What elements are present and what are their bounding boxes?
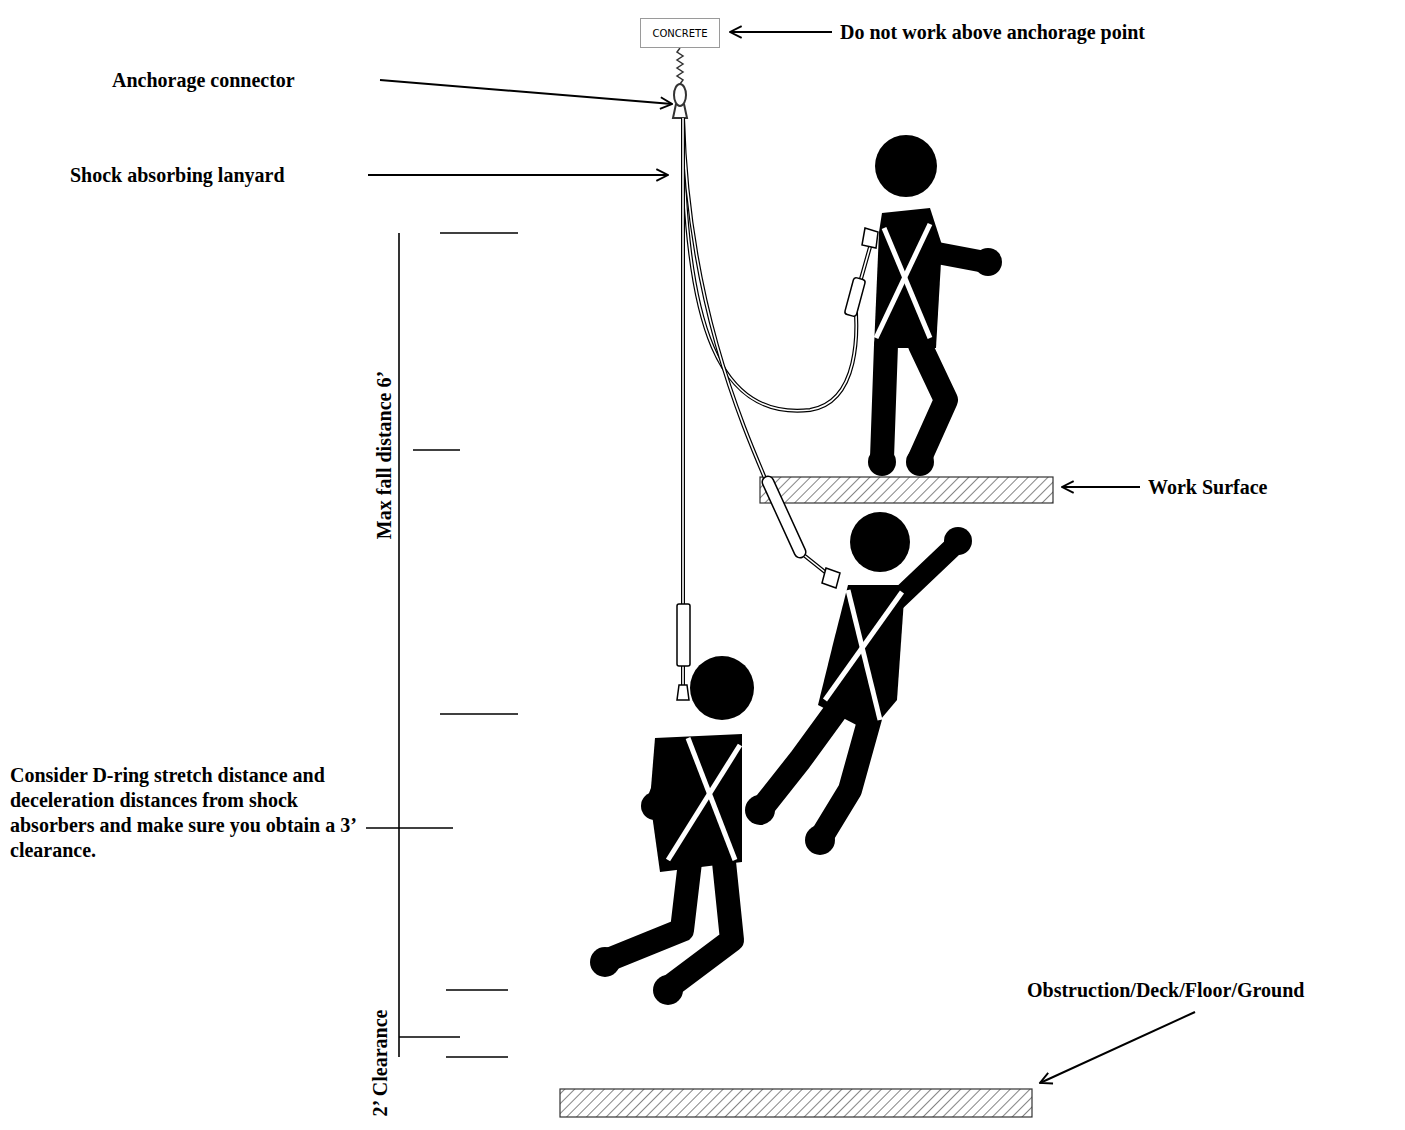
standing-worker xyxy=(868,135,1002,476)
part-label: Anchorage connector xyxy=(112,68,295,93)
standing-worker-part xyxy=(882,345,886,458)
standing-worker-part xyxy=(974,248,1002,276)
shock-absorbing-lanyard-part xyxy=(677,685,689,700)
suspended-worker xyxy=(590,656,754,1005)
falling-worker-part xyxy=(825,592,902,700)
standing-worker-part xyxy=(874,208,942,348)
leader-arrows xyxy=(368,32,1195,1083)
standing-worker-part xyxy=(875,135,937,197)
suspended-worker-part xyxy=(641,792,669,820)
dimension-scale-part xyxy=(440,232,518,234)
anchorage-connector-part xyxy=(673,104,687,118)
leader-arrows-part xyxy=(368,174,668,176)
dimension-scale-part xyxy=(440,713,518,715)
leader-arrows-part xyxy=(730,31,832,33)
leader-arrows-part xyxy=(1062,486,1140,488)
shock-absorbing-lanyard-part xyxy=(677,604,690,666)
dimension-label: Max fall distance 6’ xyxy=(372,371,397,539)
shock-absorbing-lanyard-part xyxy=(844,277,865,317)
anchorage-connector-part xyxy=(677,48,683,84)
standing-worker-part xyxy=(876,224,930,338)
work-surface xyxy=(760,477,1053,503)
suspended-worker-part xyxy=(668,862,732,988)
anchorage-connector-part xyxy=(674,84,686,106)
anchor-label: CONCRETE xyxy=(652,28,707,39)
standing-worker-part xyxy=(884,228,930,338)
anchorage-connector xyxy=(673,48,687,118)
dimension-scale xyxy=(366,233,518,1057)
shock-absorbing-lanyard-part xyxy=(822,568,840,588)
floor-surface xyxy=(560,1089,1032,1117)
dimension-label: 2’ Clearance xyxy=(368,1010,393,1117)
shock-absorbing-lanyard-part xyxy=(683,118,835,580)
standing-worker-part xyxy=(868,448,896,476)
falling-worker-part xyxy=(850,512,910,572)
shock-absorbing-lanyard-part xyxy=(768,482,800,552)
part-label: Shock absorbing lanyard xyxy=(70,163,285,188)
part-label: Obstruction/Deck/Floor/Ground xyxy=(1027,978,1304,1003)
suspended-worker-part xyxy=(653,975,683,1005)
suspended-worker-part xyxy=(690,656,754,720)
shock-absorbing-lanyard-part xyxy=(768,482,800,552)
falling-worker xyxy=(745,512,972,855)
shock-absorbing-lanyard-part xyxy=(683,118,835,580)
falling-worker-part xyxy=(762,712,835,808)
falling-worker-part xyxy=(745,795,775,825)
dimension-scale-part xyxy=(399,1036,460,1038)
shock-absorbing-lanyard-part xyxy=(683,118,872,411)
dimension-scale-part xyxy=(413,449,460,451)
dimension-scale-part xyxy=(398,233,400,1057)
falling-worker-part xyxy=(805,825,835,855)
suspended-worker-part xyxy=(608,862,690,960)
falling-worker-part xyxy=(848,590,880,720)
suspended-worker-part xyxy=(590,947,620,977)
dimension-scale-part xyxy=(446,989,508,991)
standing-worker-part xyxy=(906,448,934,476)
clearance-note: Consider D-ring stretch distance and dec… xyxy=(10,763,362,863)
leader-arrows-part xyxy=(1040,1012,1195,1083)
dimension-scale-part xyxy=(446,1056,508,1058)
suspended-worker-part xyxy=(668,745,740,860)
suspended-worker-part xyxy=(688,738,735,860)
leader-arrows-part xyxy=(380,80,672,104)
anchor-block: CONCRETE xyxy=(640,18,720,48)
dimension-scale-part xyxy=(366,827,453,829)
part-label: Work Surface xyxy=(1148,475,1267,500)
shock-absorbing-lanyard-part xyxy=(683,118,872,411)
falling-worker-part xyxy=(944,527,972,555)
standing-worker-part xyxy=(920,345,946,458)
shock-absorbing-lanyard-part xyxy=(862,228,878,248)
warning-note: Do not work above anchorage point xyxy=(840,20,1145,45)
falling-worker-part xyxy=(822,718,870,836)
